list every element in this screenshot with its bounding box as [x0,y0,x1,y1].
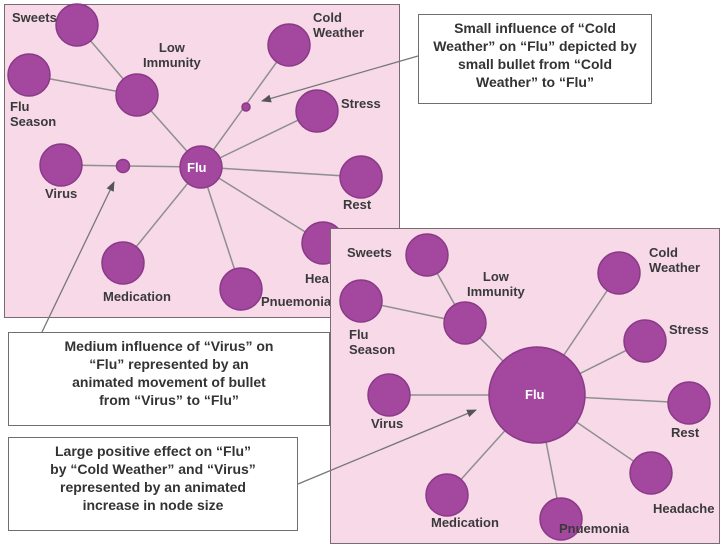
label-cold-weather: Cold Weather [649,245,701,275]
node-medication [101,241,145,285]
label-pneumonia: Pnuemonia [261,294,332,309]
label-medication: Medication [431,515,499,530]
node-stress [623,319,667,363]
label-headache: Hea [305,271,329,286]
node-rest [667,381,711,425]
bullet-cold-weather-to-flu [241,102,251,112]
label-low-immunity: Low Immunity [143,40,201,70]
node-flu-season [339,279,383,323]
node-virus [367,373,411,417]
node-cold-weather [267,23,311,67]
callout-large-effect: Large positive effect on “Flu” by “Cold … [8,437,298,531]
node-medication [425,473,469,517]
label-rest: Rest [671,425,700,440]
label-pneumonia: Pnuemonia [559,521,630,536]
node-sweets [405,233,449,277]
network-graph-after [339,233,711,541]
node-virus [39,143,83,187]
node-headache [629,451,673,495]
node-flu-season [7,53,51,97]
node-stress [295,89,339,133]
label-flu: Flu [187,160,207,175]
node-flu-enlarged [488,346,586,444]
label-sweets: Sweets [12,10,57,25]
node-sweets [55,3,99,47]
label-medication: Medication [103,289,171,304]
label-stress: Stress [669,322,709,337]
callout-medium-influence: Medium influence of “Virus” on “Flu” rep… [8,332,330,426]
label-headache: Headache [653,501,715,516]
label-virus: Virus [371,416,404,431]
node-flu [179,145,223,189]
node-rest [339,155,383,199]
node-low-immunity [115,73,159,117]
node-cold-weather [597,251,641,295]
label-cold-weather: Cold Weather [313,10,365,40]
label-flu-season: Flu Season [10,99,57,129]
label-low-immunity: Low Immunity [467,269,525,299]
label-virus: Virus [45,186,78,201]
network-panel-after: Sweets Low Immunity Cold Weather Flu Sea… [330,228,720,544]
bullet-virus-to-flu [115,158,131,174]
label-stress: Stress [341,96,381,111]
label-flu-season: Flu Season [349,327,396,357]
callout-small-influence: Small influence of “Cold Weather” on “Fl… [418,14,652,104]
node-low-immunity [443,301,487,345]
label-sweets: Sweets [347,245,392,260]
label-flu: Flu [525,387,545,402]
label-rest: Rest [343,197,372,212]
node-pneumonia [219,267,263,311]
node-pneumonia [539,497,583,541]
